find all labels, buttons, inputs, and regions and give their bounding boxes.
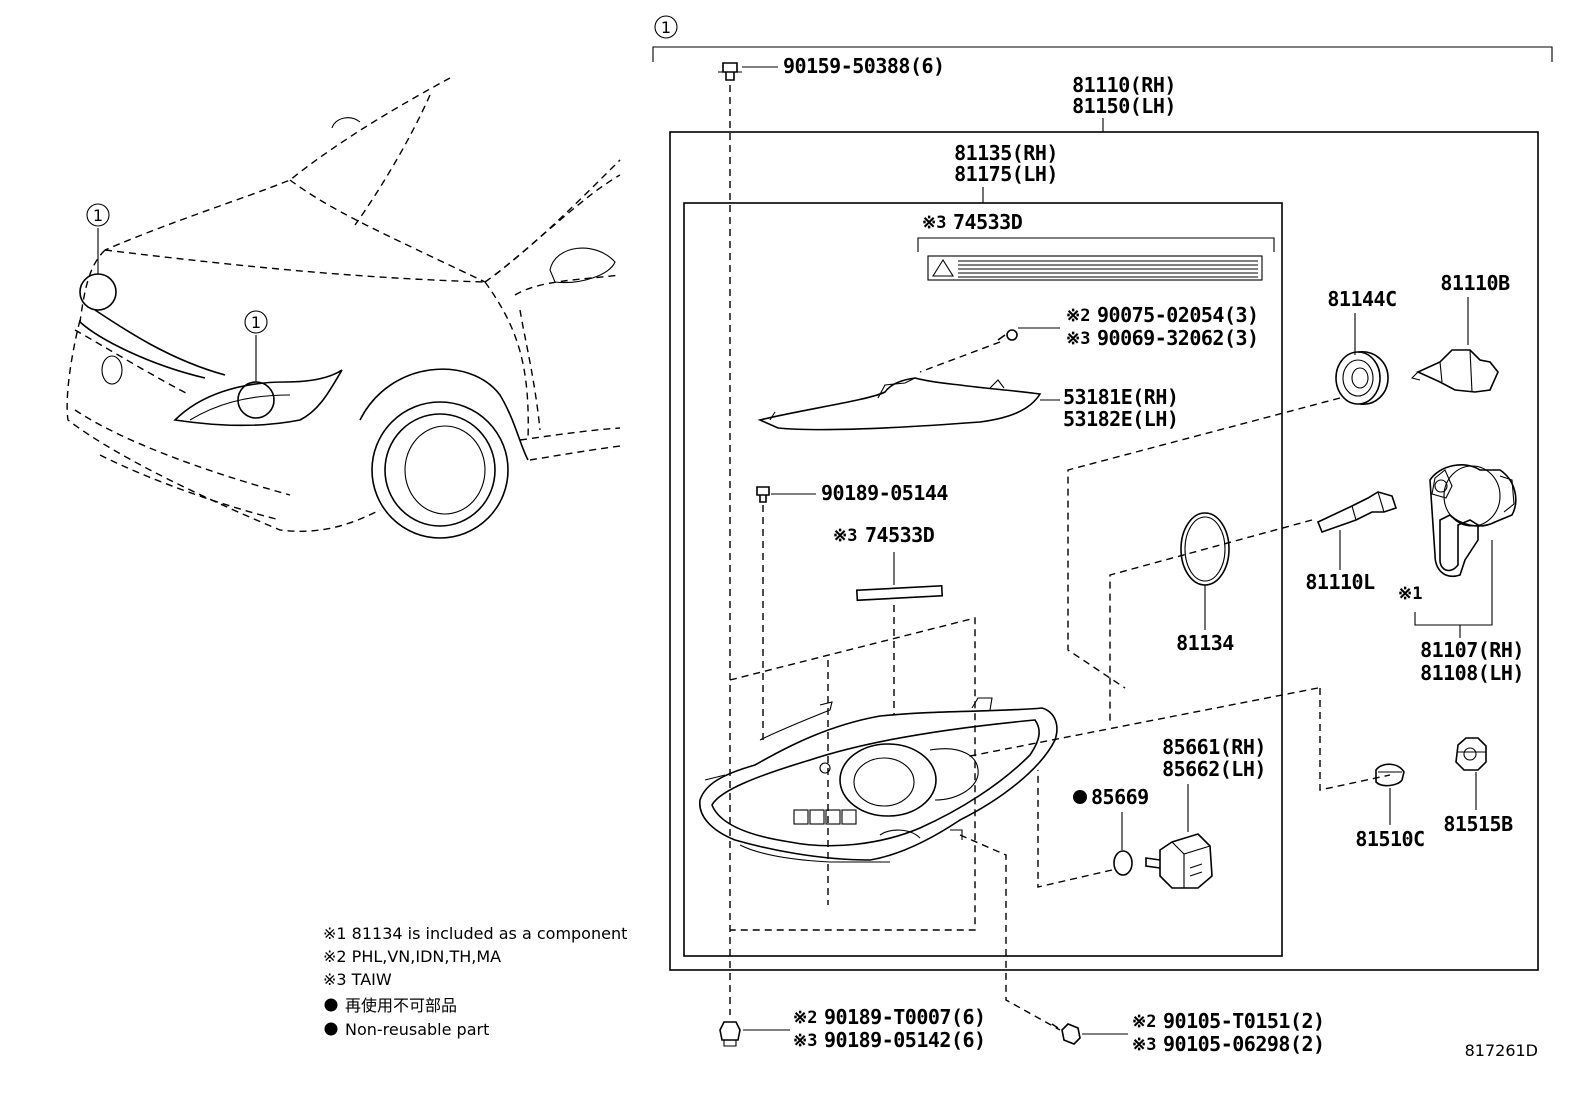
label-assy-lh: 81150(LH)	[1072, 94, 1176, 118]
callout-circle-top	[654, 15, 678, 39]
mark-label-mid: ※3	[833, 526, 857, 546]
label-oring: 85669	[1091, 785, 1149, 809]
ballast-icon	[1429, 464, 1517, 577]
label-cap: 81144C	[1327, 287, 1396, 311]
label-actuator-lh: 85662(LH)	[1162, 757, 1266, 781]
label-bulb-halogen: 81110B	[1440, 271, 1510, 295]
note-5: Non-reusable part	[345, 1020, 489, 1039]
note-1: ※1 81134 is included as a component	[323, 924, 627, 943]
mark-screw-a: ※2	[1066, 306, 1090, 326]
hid-bulb-icon	[1316, 491, 1398, 534]
label-clip-b: 90189-05142(6)	[824, 1028, 986, 1052]
label-socket-a: 81510C	[1355, 827, 1424, 851]
headlamp-cover-icon	[757, 377, 1042, 431]
label-unit-rh: 81135(RH)	[954, 141, 1058, 165]
mark-note1: ※1	[1398, 584, 1422, 604]
label-screw-a: 90075-02054(3)	[1097, 303, 1259, 327]
bolt-bottom-icon	[1051, 1023, 1081, 1045]
notes-block: ※1 81134 is included as a component ※2 P…	[323, 924, 627, 1039]
group-bracket	[652, 46, 1553, 62]
figure-number: 817261D	[1465, 1041, 1538, 1060]
label-socket-b: 81515B	[1443, 812, 1513, 836]
mark-clip-b: ※3	[793, 1031, 817, 1051]
label-clip-a: 90189-T0007(6)	[824, 1005, 986, 1029]
bulb-81515b-icon	[1455, 737, 1487, 771]
clip-bottom-icon	[719, 1021, 741, 1047]
callout-number-left: 1	[93, 206, 103, 225]
halogen-bulb-icon	[1410, 349, 1499, 393]
mark-screw-b: ※3	[1066, 329, 1090, 349]
label-bolt-a: 90105-T0151(2)	[1163, 1009, 1325, 1033]
assembly-box	[669, 131, 1539, 971]
label-caution-top: 74533D	[953, 210, 1023, 234]
mark-label-top: ※3	[922, 213, 946, 233]
mark-clip-a: ※2	[793, 1008, 817, 1028]
label-ballast-rh: 81107(RH)	[1420, 638, 1524, 662]
note-2: ※2 PHL,VN,IDN,TH,MA	[323, 947, 501, 966]
non-reusable-bullet	[324, 1022, 338, 1036]
label-unit-lh: 81175(LH)	[954, 162, 1058, 186]
dust-cap-icon	[1335, 351, 1389, 405]
caution-label-icon	[927, 255, 1263, 281]
vehicle-front-illustration: 1 1	[66, 77, 621, 539]
label-caution-mid: 74533D	[865, 523, 935, 547]
label-bulb-hid: 81110L	[1305, 570, 1375, 594]
callout-number-right: 1	[251, 313, 261, 332]
note-4: 再使用不可部品	[345, 996, 457, 1015]
label-cover-lh: 53182E(LH)	[1063, 407, 1178, 431]
bulb-81510c-icon	[1375, 763, 1405, 787]
screw-small-icon	[997, 329, 1018, 341]
screw-mid-icon	[756, 486, 770, 503]
label-bolt-b: 90105-06298(2)	[1163, 1032, 1325, 1056]
label-ballast-lh: 81108(LH)	[1420, 661, 1524, 685]
mark-bolt-b: ※3	[1132, 1035, 1156, 1055]
o-ring-icon	[1113, 850, 1133, 876]
non-reusable-mark	[1073, 790, 1087, 804]
headlamp-housing-icon	[699, 697, 1058, 863]
label-screw-mid: 90189-05144	[821, 481, 948, 505]
non-reusable-bullet	[324, 998, 338, 1012]
label-cover-rh: 53181E(RH)	[1063, 385, 1178, 409]
label-assy-rh: 81110(RH)	[1072, 73, 1176, 97]
leveling-actuator-icon	[1145, 833, 1213, 889]
caution-strip-icon	[855, 584, 944, 602]
mark-bolt-a: ※2	[1132, 1012, 1156, 1032]
label-screw-b: 90069-32062(3)	[1097, 326, 1259, 350]
label-ring: 81134	[1176, 631, 1234, 655]
bolt-top-icon	[718, 62, 742, 81]
callout-number-top: 1	[661, 18, 671, 37]
note-3: ※3 TAIW	[323, 970, 392, 989]
label-actuator-rh: 85661(RH)	[1162, 735, 1266, 759]
label-bolt-top: 90159-50388(6)	[783, 54, 945, 78]
